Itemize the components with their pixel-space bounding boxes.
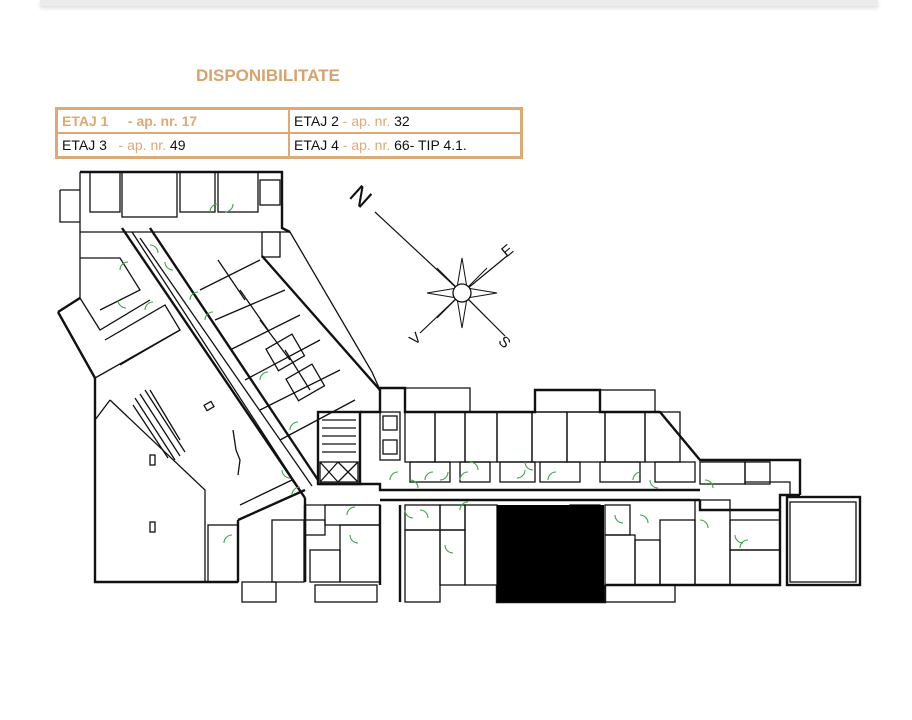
compass-east-label: E: [498, 241, 517, 260]
availability-cell-floor-3: ETAJ 3 - ap. nr. 49: [55, 132, 290, 159]
availability-cell-floor-2: ETAJ 2 - ap. nr. 32: [288, 107, 523, 134]
compass-north-label: N: [344, 179, 378, 214]
compass-west-label: V: [406, 329, 425, 348]
apartment-label: - ap. nr.: [342, 113, 391, 129]
apartment-label: - ap. nr.: [118, 137, 167, 153]
building-outline: [56, 170, 862, 604]
top-shadow-bar: [40, 0, 878, 6]
availability-table: ETAJ 1 - ap. nr. 17 ETAJ 2 - ap. nr. 32 …: [55, 107, 523, 159]
highlighted-apartment: [497, 505, 604, 602]
floor-label: ETAJ 1: [62, 113, 109, 129]
floor-label: ETAJ 3: [62, 137, 107, 153]
availability-cell-floor-1: ETAJ 1 - ap. nr. 17: [55, 107, 290, 134]
table-row: ETAJ 1 - ap. nr. 17 ETAJ 2 - ap. nr. 32: [55, 107, 523, 134]
compass-rose: N E S V: [344, 179, 517, 352]
floor-label: ETAJ 2: [294, 113, 339, 129]
apartment-number: 32: [394, 113, 410, 129]
availability-cell-floor-4: ETAJ 4 - ap. nr. 66- TIP 4.1.: [288, 132, 523, 159]
table-row: ETAJ 3 - ap. nr. 49 ETAJ 4 - ap. nr. 66-…: [55, 132, 523, 159]
apartment-label: - ap. nr. 17: [127, 113, 198, 129]
compass-south-label: S: [495, 333, 514, 352]
apartment-number: 66- TIP 4.1.: [394, 137, 467, 153]
apartment-number: 49: [169, 137, 186, 153]
page-title: DISPONIBILITATE: [196, 66, 340, 85]
apartment-label: - ap. nr.: [342, 137, 391, 153]
floor-label: ETAJ 4: [294, 137, 339, 153]
